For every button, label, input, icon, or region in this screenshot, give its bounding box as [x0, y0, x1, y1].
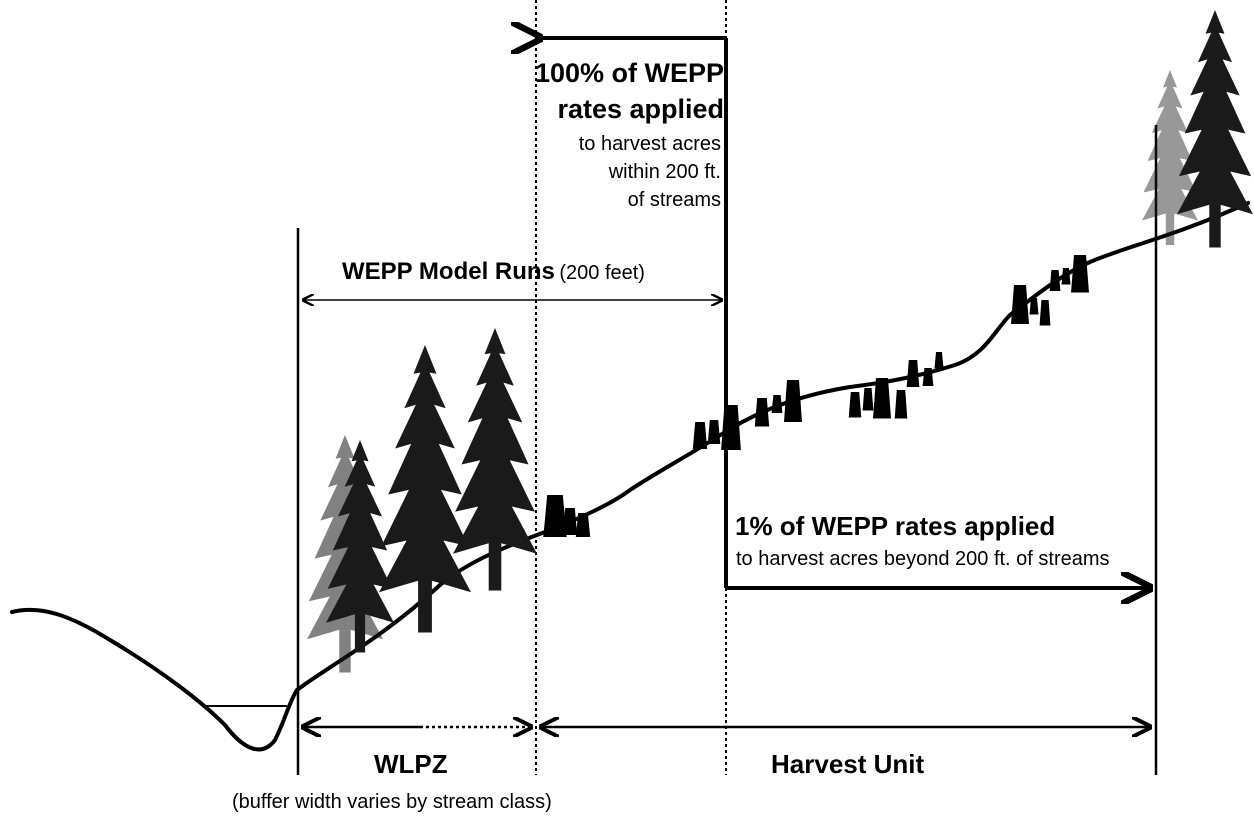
tree-stump-icon	[862, 388, 874, 411]
top-box-line5: of streams	[627, 189, 721, 211]
tree-stump-icon	[754, 398, 770, 427]
tree-stump-icon	[707, 420, 721, 444]
top-box-line1: 100% of WEPP	[534, 58, 724, 88]
wlpz-label: WLPZ	[374, 749, 448, 779]
tree-stump-icon	[894, 390, 908, 419]
beyond-bold: 1% of WEPP rates applied	[735, 511, 1056, 541]
tree-stump-icon	[922, 368, 934, 386]
tree-stump-icon	[784, 380, 802, 422]
tree-stump-icon	[1011, 285, 1029, 324]
model-runs-bold: WEPP Model Runs	[342, 258, 555, 285]
tree-stump-icon	[906, 360, 920, 387]
beyond-note: to harvest acres beyond 200 ft. of strea…	[736, 548, 1110, 570]
harvest-unit-label: Harvest Unit	[771, 749, 925, 779]
model-runs-note: (200 feet)	[559, 262, 645, 284]
tree-stump-icon	[848, 392, 862, 418]
tree-stump-icon	[1061, 268, 1071, 285]
tree-stump-icon	[1039, 300, 1051, 326]
tree-stump-icon	[1029, 298, 1039, 315]
tree-stump-icon	[1049, 270, 1061, 291]
wlpz-note: (buffer width varies by stream class)	[232, 791, 552, 813]
ground-profile	[10, 201, 1250, 752]
tree-stump-icon	[771, 395, 783, 413]
tree-stump-icon	[562, 508, 578, 535]
top-box-line3: to harvest acres	[578, 133, 721, 155]
tree-stump-icon	[934, 352, 944, 369]
tree-stump-icon	[721, 405, 741, 450]
tree-stump-icon	[1071, 255, 1089, 293]
top-box-line2: rates applied	[557, 94, 724, 124]
tree-stump-icon	[692, 422, 708, 449]
conifer-tree-icon	[379, 345, 471, 633]
conifer-tree-icon	[453, 328, 537, 591]
top-box-line4: within 200 ft.	[608, 161, 721, 183]
tree-stump-icon	[575, 513, 591, 537]
tree-stump-icon	[873, 378, 891, 419]
model-runs-label: WEPP Model Runs (200 feet)	[342, 258, 645, 286]
